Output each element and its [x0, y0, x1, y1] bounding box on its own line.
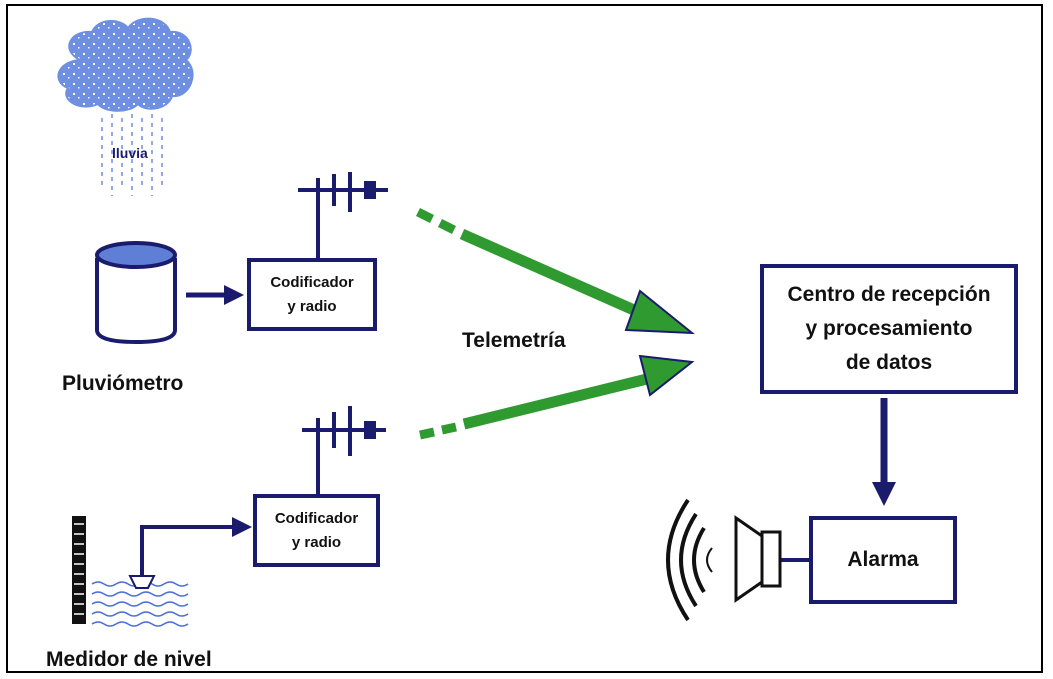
level-sensor-icon: [72, 516, 252, 627]
arrow-center-to-alarm: [872, 398, 896, 506]
encoder-line2: y radio: [291, 533, 342, 551]
center-line2: y procesamiento: [805, 317, 973, 340]
telemetry-arrow-top: [415, 207, 695, 335]
center-line3: de datos: [845, 351, 933, 374]
alarm-label: Alarma: [847, 548, 919, 571]
arrow-gauge-to-encoder: [186, 285, 244, 305]
encoder-line1: Codificador: [270, 273, 354, 291]
alarm-box: Alarma: [809, 516, 957, 604]
reception-center-box: Centro de recepción y procesamiento de d…: [760, 264, 1018, 394]
level-meter-label: Medidor de nivel: [46, 648, 212, 671]
antenna-icon: [298, 172, 388, 258]
telemetry-label: Telemetría: [462, 329, 566, 352]
raingauge-label: Pluviómetro: [62, 372, 184, 395]
speaker-icon: [734, 515, 810, 603]
sound-waves-icon: [666, 498, 713, 622]
rain-gauge-cylinder-icon: [95, 241, 177, 345]
encoder-line2: y radio: [287, 297, 337, 315]
rain-cloud-icon: [57, 17, 194, 196]
encoder-line1: Codificador: [274, 509, 359, 527]
center-line1: Centro de recepción: [787, 283, 991, 306]
antenna-icon: [302, 406, 386, 494]
rain-label: lluvia: [112, 145, 148, 161]
encoder-radio-box-top: Codificador y radio: [247, 258, 377, 331]
telemetry-arrow-bottom: [419, 354, 695, 440]
encoder-radio-box-bottom: Codificador y radio: [253, 494, 380, 567]
